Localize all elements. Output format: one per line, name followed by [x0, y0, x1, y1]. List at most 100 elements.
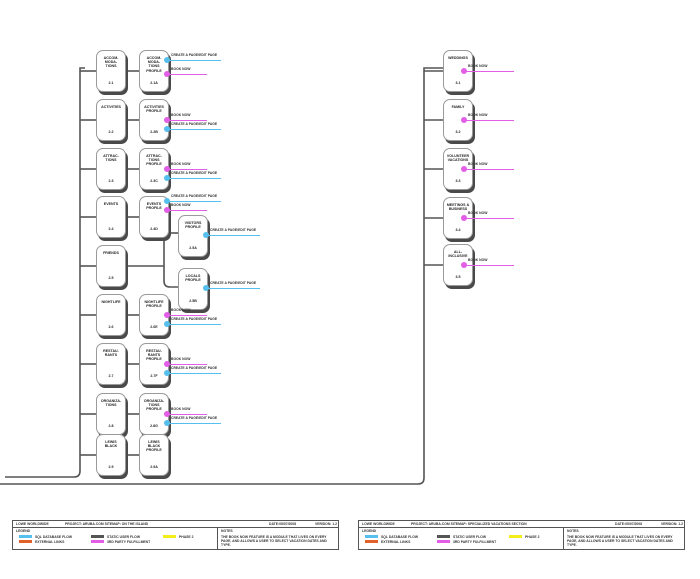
footer-project: PROJECT: ARUBA.COM SITEMAP: ON THE ISLAN…: [65, 522, 149, 526]
legend-label: PHASE 2: [525, 535, 540, 539]
link-label: BOOK NOW: [468, 64, 488, 68]
legend-title: LEGEND: [362, 529, 377, 533]
link-label: BOOK NOW: [468, 162, 488, 166]
node-number: 2.5B: [189, 299, 197, 303]
book-now-connector-dot: [164, 166, 170, 172]
book-now-link[interactable]: BOOK NOW: [169, 203, 207, 211]
node-label: FRIENDS: [103, 251, 119, 255]
node-number: 2.7: [108, 374, 114, 378]
node-number: 3.1: [455, 81, 461, 85]
node-number: 3.4: [455, 228, 461, 232]
node-number: 3.5: [455, 275, 461, 279]
link-label: CREATE A PAGE/EDIT PAGE: [171, 366, 218, 370]
node-label: LOCALS PROFILE: [185, 274, 201, 283]
create-edit-page-link[interactable]: CREATE A PAGE/EDIT PAGE: [169, 366, 221, 374]
create-page-connector-dot: [164, 198, 170, 204]
create-edit-page-link[interactable]: CREATE A PAGE/EDIT PAGE: [169, 53, 221, 61]
book-now-connector-dot: [461, 68, 467, 74]
link-line: [169, 120, 207, 121]
link-label: BOOK NOW: [171, 162, 191, 166]
legend: LEGEND SQL DATABASE FLOW EXTERNAL LINKS …: [359, 527, 564, 549]
book-now-link[interactable]: BOOK NOW: [169, 407, 207, 415]
node-number: 2.9A: [150, 465, 158, 469]
link-label: BOOK NOW: [171, 357, 191, 361]
legend-label: SQL DATABASE FLOW: [381, 535, 419, 539]
link-label: CREATE A PAGE/EDIT PAGE: [210, 281, 257, 285]
create-edit-page-link[interactable]: CREATE A PAGE/EDIT PAGE: [169, 122, 221, 130]
legend-swatch-external: [19, 540, 32, 543]
node-number: 3.3: [455, 179, 461, 183]
book-now-link[interactable]: BOOK NOW: [466, 162, 514, 170]
node-number: 2.6E: [150, 325, 158, 329]
legend-title: LEGEND: [16, 529, 31, 533]
footer-version: VERSION: 1.2: [315, 522, 338, 526]
book-now-link[interactable]: BOOK NOW: [169, 308, 207, 316]
create-edit-page-link[interactable]: CREATE A PAGE/EDIT PAGE: [208, 228, 260, 236]
link-label: CREATE A PAGE/EDIT PAGE: [171, 194, 218, 198]
node-number: 2.3C: [150, 179, 158, 183]
link-label: BOOK NOW: [468, 211, 488, 215]
notes-text: THE BOOK NOW FEATURE IS A MODULE THAT LI…: [567, 535, 673, 547]
footer-left: LOWE WORLDWIDE PROJECT: ARUBA.COM SITEMA…: [12, 520, 339, 550]
node-label: VOLUNTEER VACATIONS: [446, 154, 470, 163]
create-edit-page-link[interactable]: CREATE A PAGE/EDIT PAGE: [169, 194, 221, 202]
node-label: ACCOM- MODA- TIONS PROFILE: [146, 56, 162, 73]
node-label: ACCOM- MODA- TIONS: [103, 56, 119, 69]
link-line: [169, 74, 207, 75]
link-line: [169, 60, 221, 61]
link-label: CREATE A PAGE/EDIT PAGE: [171, 416, 218, 420]
link-label: CREATE A PAGE/EDIT PAGE: [171, 171, 218, 175]
link-line: [169, 129, 221, 130]
section-node[interactable]: ACCOM- MODA- TIONS 2.1: [96, 50, 126, 92]
link-line: [169, 364, 207, 365]
node-number: 2.8: [108, 424, 114, 428]
node-label: NIGHTLIFE PROFILE: [144, 300, 164, 309]
create-page-connector-dot: [164, 175, 170, 181]
legend-swatch-3rdparty: [91, 540, 104, 543]
book-now-link[interactable]: BOOK NOW: [169, 113, 207, 121]
create-edit-page-link[interactable]: CREATE A PAGE/EDIT PAGE: [208, 281, 260, 289]
book-now-link[interactable]: BOOK NOW: [466, 113, 514, 121]
split-branch-line: [163, 232, 178, 288]
book-now-link[interactable]: BOOK NOW: [466, 258, 514, 266]
node-label: ATTRAC- TIONS: [103, 154, 119, 163]
node-number: 2.2B: [150, 130, 158, 134]
legend-swatch-phase2: [163, 535, 176, 538]
book-now-connector-dot: [164, 71, 170, 77]
vacation-type-node[interactable]: MEETINGS & BUSINESS 3.4: [443, 197, 473, 239]
node-number: 2.4: [108, 227, 114, 231]
link-label: CREATE A PAGE/EDIT PAGE: [171, 122, 218, 126]
node-number: 2.1: [108, 81, 114, 85]
node-number: 3.2: [455, 130, 461, 134]
link-line: [169, 324, 221, 325]
link-line: [169, 315, 207, 316]
book-now-connector-dot: [164, 117, 170, 123]
node-label: NIGHTLIFE: [101, 300, 121, 304]
node-number: 2.8G: [150, 424, 158, 428]
legend-label: EXTERNAL LINKS: [381, 540, 411, 544]
node-label: MEETINGS & BUSINESS: [446, 203, 470, 212]
book-now-link[interactable]: BOOK NOW: [466, 64, 514, 72]
link-label: CREATE A PAGE/EDIT PAGE: [171, 317, 218, 321]
create-edit-page-link[interactable]: CREATE A PAGE/EDIT PAGE: [169, 317, 221, 325]
node-label: VISITORS PROFILE: [184, 221, 202, 230]
node-number: 2.4D: [150, 227, 158, 231]
book-now-link[interactable]: BOOK NOW: [169, 162, 207, 170]
book-now-link[interactable]: BOOK NOW: [466, 211, 514, 219]
link-label: BOOK NOW: [468, 258, 488, 262]
node-label: ACTIVITIES: [101, 105, 121, 109]
create-edit-page-link[interactable]: CREATE A PAGE/EDIT PAGE: [169, 171, 221, 179]
book-now-link[interactable]: BOOK NOW: [169, 67, 207, 75]
book-now-link[interactable]: BOOK NOW: [169, 357, 207, 365]
create-edit-page-link[interactable]: CREATE A PAGE/EDIT PAGE: [169, 416, 221, 424]
